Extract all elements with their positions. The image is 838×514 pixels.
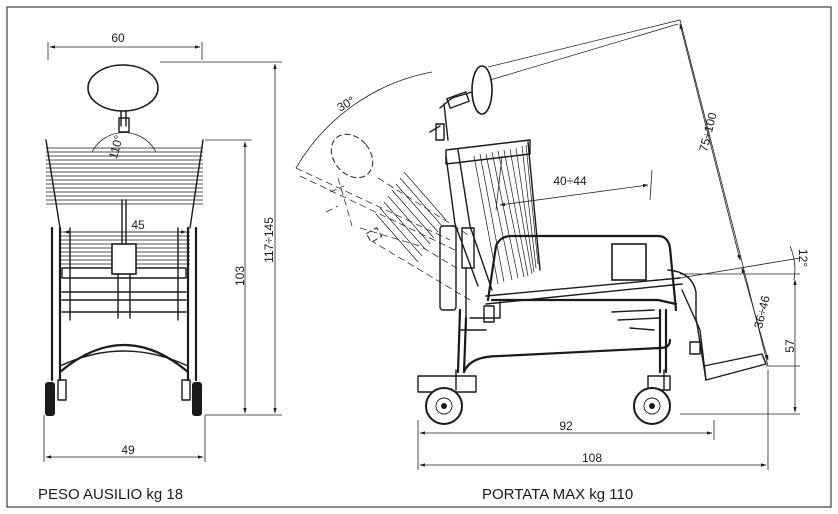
dim-recline-angle: 110°	[106, 133, 126, 160]
dim-backrest-height: 103	[233, 266, 247, 286]
dim-total-height: 117÷145	[262, 217, 276, 263]
max-load-caption: PORTATA MAX kg 110	[482, 486, 634, 503]
dim-seat-height: 36÷46	[751, 294, 773, 330]
dim-footrest-height: 57	[783, 339, 797, 353]
front-view-dimensions	[43, 42, 282, 462]
dim-width-bottom: 49	[121, 443, 135, 457]
dim-seat-width: 45	[131, 218, 145, 232]
drawing-frame	[6, 6, 832, 508]
dim-width-top: 60	[111, 31, 125, 45]
side-view-chair	[295, 65, 767, 425]
dim-seat-depth: 40÷44	[553, 174, 587, 188]
front-view-chair	[45, 64, 204, 416]
dim-back-height: 75÷100	[696, 111, 719, 153]
dim-tilt-angle: 30°	[335, 93, 358, 114]
side-view-dimensions	[295, 19, 801, 470]
weight-caption: PESO AUSILIO kg 18	[38, 486, 184, 503]
dim-wheelbase: 92	[559, 419, 573, 433]
dim-seat-angle: 12°	[796, 249, 810, 267]
dim-total-length: 108	[582, 451, 602, 465]
